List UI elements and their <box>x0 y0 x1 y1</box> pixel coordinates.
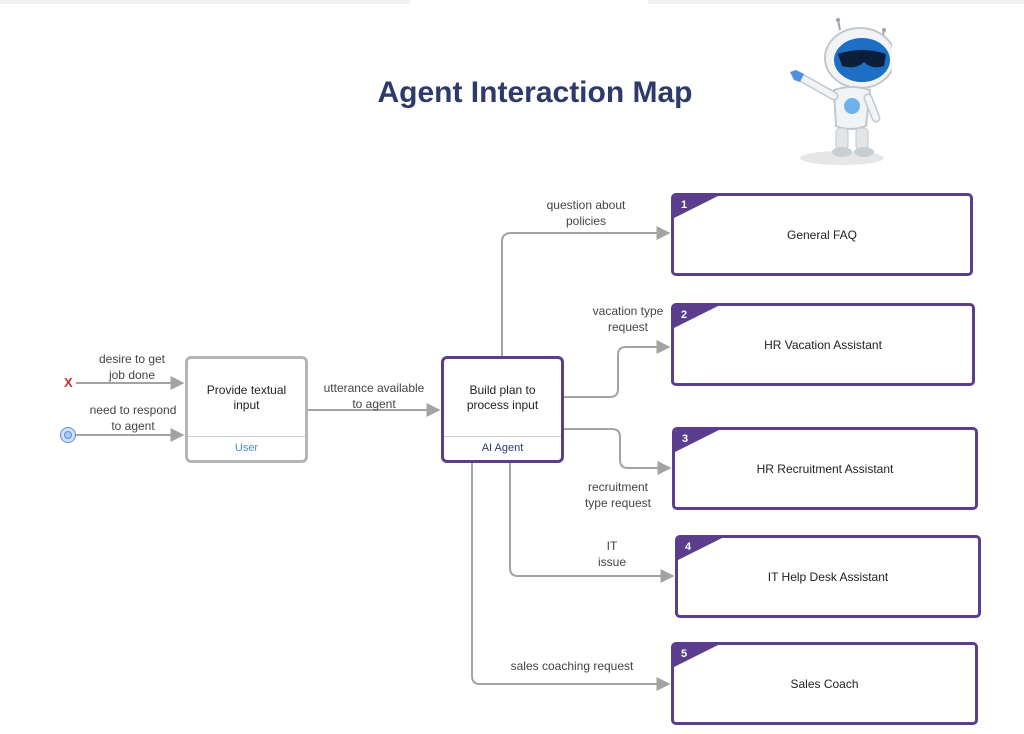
dest-number: 4 <box>685 541 692 553</box>
label-vacation: vacation type request <box>592 304 664 334</box>
flow-recruitment <box>562 428 672 475</box>
task-role: User <box>188 436 305 460</box>
x-mark-icon: X <box>64 375 73 390</box>
flow-it <box>509 462 675 583</box>
dest-name: General FAQ <box>786 227 858 242</box>
dest-hr-vacation[interactable]: 2 HR Vacation Assistant <box>671 303 975 386</box>
dest-name: HR Recruitment Assistant <box>756 461 894 476</box>
task-name: Provide textual input <box>206 382 287 412</box>
dest-name: Sales Coach <box>790 676 859 691</box>
label-utterance: utterance available to agent <box>323 381 425 411</box>
label-sales: sales coaching request <box>510 659 634 673</box>
label-desire: desire to get job done <box>98 352 166 382</box>
robot-mascot-icon <box>790 18 892 165</box>
dest-hr-recruitment[interactable]: 3 HR Recruitment Assistant <box>672 427 978 510</box>
top-border-gap <box>410 0 648 4</box>
task-provide-input[interactable]: Provide textual input User <box>185 356 308 463</box>
dest-sales-coach[interactable]: 5 Sales Coach <box>671 642 978 725</box>
dest-name: HR Vacation Assistant <box>764 337 882 352</box>
label-it: IT issue <box>597 539 626 569</box>
dest-number: 1 <box>681 199 688 211</box>
flow-policies <box>501 226 671 357</box>
label-recruitment: recruitment type request <box>584 480 652 510</box>
dest-number: 2 <box>681 309 688 321</box>
task-name: Build plan to process input <box>466 382 539 412</box>
page-title: Agent Interaction Map <box>377 76 693 109</box>
flow-sales <box>471 462 671 691</box>
dest-number: 3 <box>682 433 689 445</box>
label-policies: question about policies <box>546 198 626 228</box>
flow-vacation <box>562 340 671 398</box>
dest-it-help-desk[interactable]: 4 IT Help Desk Assistant <box>675 535 981 618</box>
task-role: AI Agent <box>444 436 561 460</box>
dest-number: 5 <box>681 648 688 660</box>
task-build-plan[interactable]: Build plan to process input AI Agent <box>441 356 564 463</box>
message-start-icon <box>60 427 76 443</box>
label-respond: need to respond to agent <box>89 403 177 433</box>
dest-name: IT Help Desk Assistant <box>767 569 889 584</box>
dest-general-faq[interactable]: 1 General FAQ <box>671 193 973 276</box>
